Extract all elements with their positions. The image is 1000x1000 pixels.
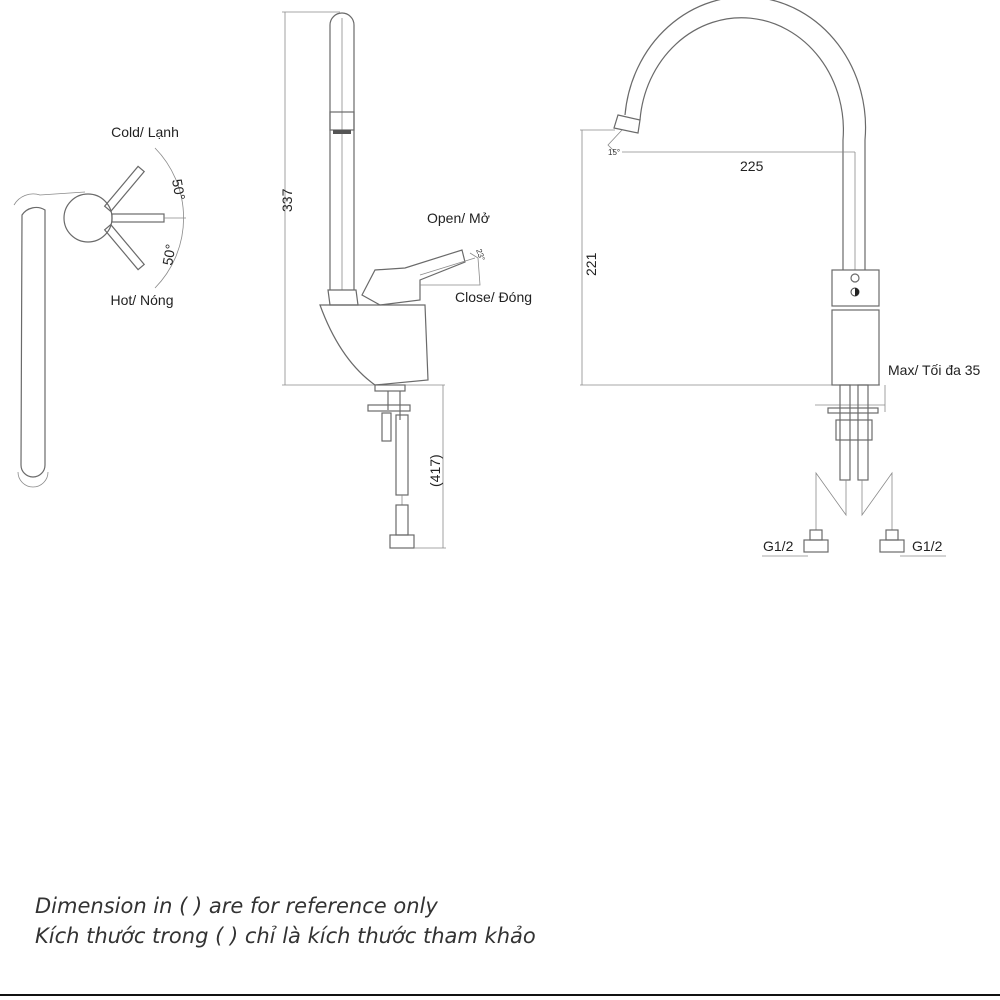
indicator-circle	[850, 273, 860, 283]
aerator-mesh	[333, 130, 351, 134]
lever-hot	[103, 223, 146, 271]
hot-label: Hot/ Nóng	[110, 292, 173, 308]
hose-end-right	[885, 529, 899, 541]
hose-end-left	[809, 529, 823, 541]
spout-collar	[327, 289, 359, 306]
spout-inner	[639, 17, 844, 270]
right-thread-label: G1/2	[912, 538, 943, 554]
spout-outer	[624, 0, 867, 270]
spout-tip	[613, 114, 641, 134]
body	[319, 304, 429, 386]
spout-angle-lines	[607, 129, 623, 153]
lever-handle	[361, 249, 466, 306]
lever-angle-lines	[419, 252, 481, 286]
note-english: Dimension in ( ) are for reference only	[35, 894, 438, 918]
bottom-rule	[0, 994, 1000, 996]
lever-angle: 23°	[474, 248, 487, 262]
lever-cold	[103, 165, 146, 213]
washer	[367, 404, 411, 412]
hose-break-lines	[815, 471, 893, 530]
indicator-half	[855, 288, 859, 296]
cold-angle: 50°	[169, 178, 188, 202]
hose-right	[857, 384, 869, 481]
side-view: 337 Open/ Mở 23° Close/ Đóng (417)	[279, 11, 532, 549]
hose-left	[839, 384, 851, 481]
hex-nut-left	[803, 539, 829, 553]
note-vietnamese: Kích thước trong ( ) chỉ là kích thước t…	[35, 924, 536, 948]
spout-tube	[329, 12, 355, 290]
spout-outline	[17, 471, 49, 488]
body-circle	[63, 193, 113, 243]
left-thread-label: G1/2	[763, 538, 794, 554]
max-thickness-label: Max/ Tối đa 35	[888, 362, 981, 378]
nut	[381, 412, 392, 442]
top-view: Cold/ Lạnh Hot/ Nóng 50° 50°	[13, 124, 188, 488]
spout-angle: 15°	[608, 148, 620, 157]
mount-nut	[835, 419, 873, 441]
front-view: 15° 225 221 Max/ Tối đa 35 G1/2 G1/2	[580, 0, 981, 557]
body-lower	[831, 309, 880, 386]
base-plate	[374, 384, 406, 392]
hose-end	[395, 504, 409, 536]
close-label: Close/ Đóng	[455, 289, 532, 305]
height-dim-337: 337	[279, 188, 295, 212]
body-top	[831, 269, 880, 307]
height-dim-221: 221	[583, 252, 599, 276]
spout-outline	[13, 191, 86, 206]
hex-nut-right	[879, 539, 905, 553]
hose	[395, 414, 409, 496]
cold-label: Cold/ Lạnh	[111, 124, 179, 140]
lever-center	[111, 213, 165, 223]
open-label: Open/ Mở	[427, 210, 490, 226]
washer	[827, 407, 879, 414]
total-dim-417: (417)	[427, 454, 443, 487]
reach-dim-225: 225	[740, 158, 764, 174]
hex-nut	[389, 534, 415, 549]
hot-angle: 50°	[159, 243, 178, 267]
spout-top-view	[20, 206, 46, 478]
